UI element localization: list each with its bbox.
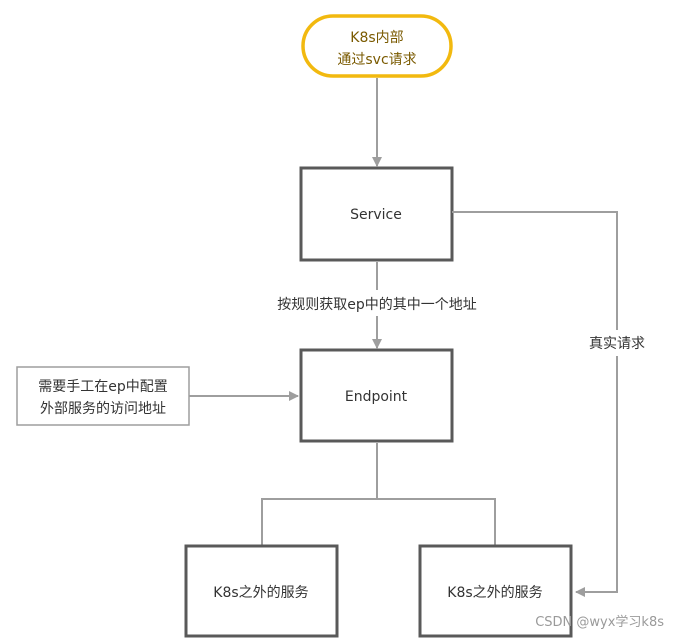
edge-real-request	[452, 211, 618, 597]
edge-endpoint-to-external2	[377, 498, 496, 545]
note-line2: 外部服务的访问地址	[40, 401, 166, 417]
service-node-label: Service	[350, 207, 402, 223]
external-service-1-node: K8s之外的服务	[184, 544, 339, 638]
external-service-1-label: K8s之外的服务	[213, 585, 308, 601]
edge-label-background	[250, 290, 504, 316]
start-node-line1: K8s内部	[350, 30, 403, 46]
note-line1: 需要手工在ep中配置	[38, 379, 168, 395]
edge-select-label: 按规则获取ep中的其中一个地址	[277, 297, 477, 313]
start-node-shape	[301, 14, 453, 78]
endpoint-node-label: Endpoint	[345, 389, 408, 405]
service-node-shape	[299, 166, 454, 262]
start-node: K8s内部 通过svc请求	[301, 14, 453, 78]
external-service-1-shape	[184, 544, 339, 638]
edge-real-label: 真实请求	[589, 336, 645, 352]
edge-real-label-background	[578, 330, 656, 356]
endpoint-node-shape	[299, 348, 454, 443]
note-node: 需要手工在ep中配置 外部服务的访问地址	[16, 366, 190, 426]
edge-endpoint-to-external1	[261, 443, 378, 545]
endpoint-node: Endpoint	[299, 348, 454, 443]
external-service-2-node: K8s之外的服务	[418, 544, 573, 638]
watermark: CSDN @wyx学习k8s	[535, 614, 664, 630]
external-service-2-shape	[418, 544, 573, 638]
service-node: Service	[299, 166, 454, 262]
start-node-line2: 通过svc请求	[337, 52, 416, 68]
external-service-2-label: K8s之外的服务	[447, 585, 542, 601]
